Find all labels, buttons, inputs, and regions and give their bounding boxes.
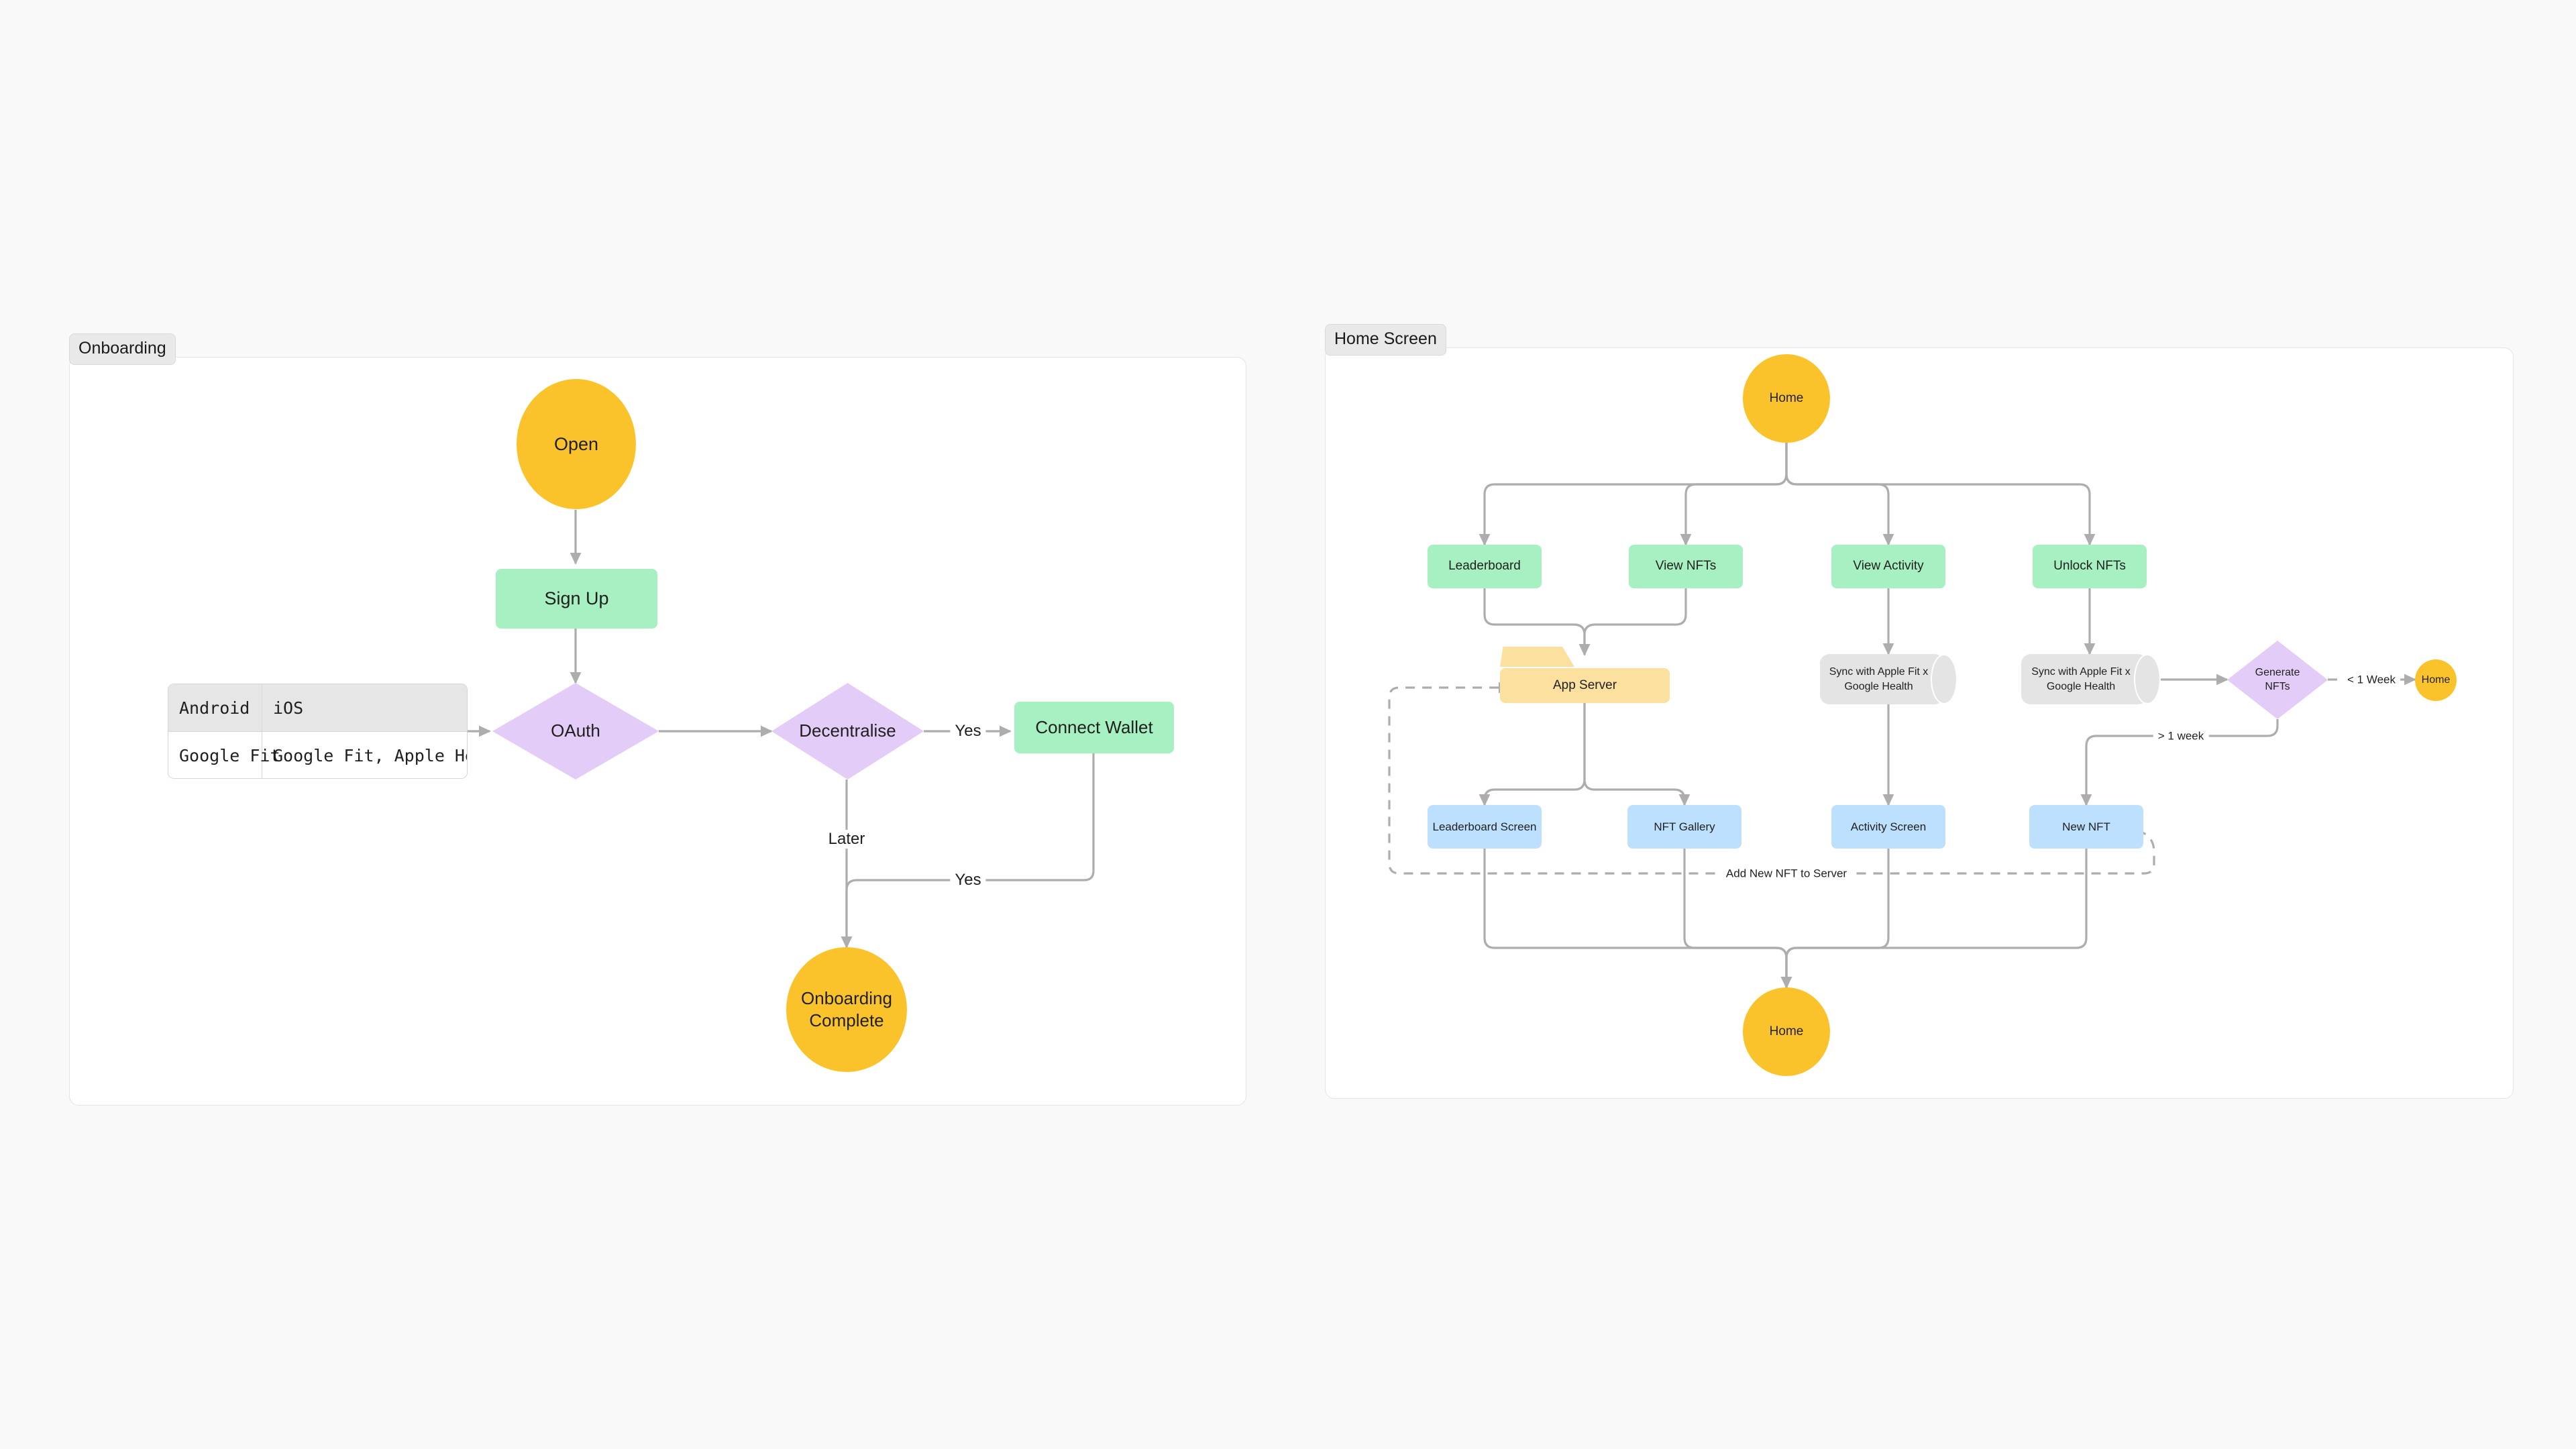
group-home-screen[interactable] [1325,347,2514,1099]
table-header-row: Android iOS [168,684,467,732]
node-view-activity[interactable]: View Activity [1831,545,1945,588]
node-leaderboard-screen[interactable]: Leaderboard Screen [1428,805,1542,849]
table-cell-ios-value: Google Fit, Apple Health [273,745,467,765]
edge-label-add-nft-to-server: Add New NFT to Server [1721,866,1852,881]
node-connect-wallet[interactable]: Connect Wallet [1014,702,1174,753]
node-oauth[interactable]: OAuth [492,683,659,780]
sync-b-cylinder-body [2021,654,2147,704]
edge-leaderboard-appserver [1483,588,1591,656]
sync-a-line2: Google Health [1844,680,1913,692]
table-platform-health-apis[interactable]: Android iOS Google Fit Google Fit, Apple… [168,684,468,779]
app-server-folder-tab [1500,647,1574,667]
node-unlock-nfts[interactable]: Unlock NFTs [2033,545,2147,588]
node-leaderboard[interactable]: Leaderboard [1428,545,1542,588]
node-activity-screen[interactable]: Activity Screen [1831,805,1945,849]
table-header-android: Android [168,684,262,731]
edge-label-more-than-week: > 1 week [2153,729,2209,743]
node-app-server[interactable]: App Server [1500,647,1670,703]
node-decentralise[interactable]: Decentralise [771,683,924,780]
edge-appserver-nftgallery [1583,703,1690,806]
edge-home-viewnfts [1680,443,1788,546]
node-sign-up[interactable]: Sign Up [496,569,657,629]
edge-newnft-appserver-loop [1388,682,2155,875]
edge-label-connect-wallet-yes: Yes [950,871,986,890]
node-home-bottom[interactable]: Home [1743,987,1830,1076]
node-view-nfts[interactable]: View NFTs [1629,545,1743,588]
sync-b-label: Sync with Apple Fit x Google Health [2021,654,2141,704]
sync-a-line1: Sync with Apple Fit x [1829,665,1929,678]
table-row: Google Fit Google Fit, Apple Health [168,732,467,778]
edge-home-viewactivity [1785,443,1894,546]
node-home-right[interactable]: Home [2415,659,2457,701]
sync-a-cylinder-body [1820,654,1944,704]
node-open[interactable]: Open [517,379,636,509]
onboarding-complete-line1: Onboarding [801,987,892,1008]
sync-b-line1: Sync with Apple Fit x [2031,665,2131,678]
group-label-home-screen[interactable]: Home Screen [1325,324,1446,356]
node-decentralise-label: Decentralise [799,720,896,741]
node-new-nft[interactable]: New NFT [2029,805,2143,849]
node-home-top[interactable]: Home [1743,354,1830,443]
sync-a-cylinder-cap [1931,654,1957,704]
edge-label-decentralise-yes: Yes [950,722,986,741]
node-onboarding-complete[interactable]: Onboarding Complete [786,947,907,1072]
sync-a-label: Sync with Apple Fit x Google Health [1820,654,1937,704]
edge-newnft-home [1780,849,2088,989]
edge-connectwallet-complete [841,753,1095,949]
edge-appserver-leaderboardscreen [1479,703,1586,806]
table-header-ios: iOS [273,698,304,718]
node-oauth-label: OAuth [551,720,600,741]
generate-nfts-line1: Generate [2255,667,2300,679]
edge-home-unlocknfts [1785,443,2096,546]
group-label-onboarding[interactable]: Onboarding [69,333,176,365]
node-sync-apple-google-b[interactable]: Sync with Apple Fit x Google Health [2021,654,2161,704]
edge-viewnfts-appserver [1578,588,1687,656]
node-generate-nfts[interactable]: Generate NFTs [2227,641,2328,719]
edge-label-decentralise-later: Later [823,830,870,849]
app-server-folder-body: App Server [1500,668,1670,703]
table-cell-android-value: Google Fit [168,732,280,778]
onboarding-complete-line2: Complete [809,1010,884,1030]
generate-nfts-line2: NFTs [2265,680,2290,692]
node-generate-nfts-label: Generate NFTs [2227,641,2328,719]
node-nft-gallery[interactable]: NFT Gallery [1627,805,1741,849]
node-sync-apple-google-a[interactable]: Sync with Apple Fit x Google Health [1820,654,1957,704]
sync-b-line2: Google Health [2046,680,2116,692]
edge-label-less-than-week: < 1 Week [2343,672,2400,687]
edge-home-leaderboard [1479,443,1788,546]
sync-b-cylinder-cap [2134,654,2161,704]
